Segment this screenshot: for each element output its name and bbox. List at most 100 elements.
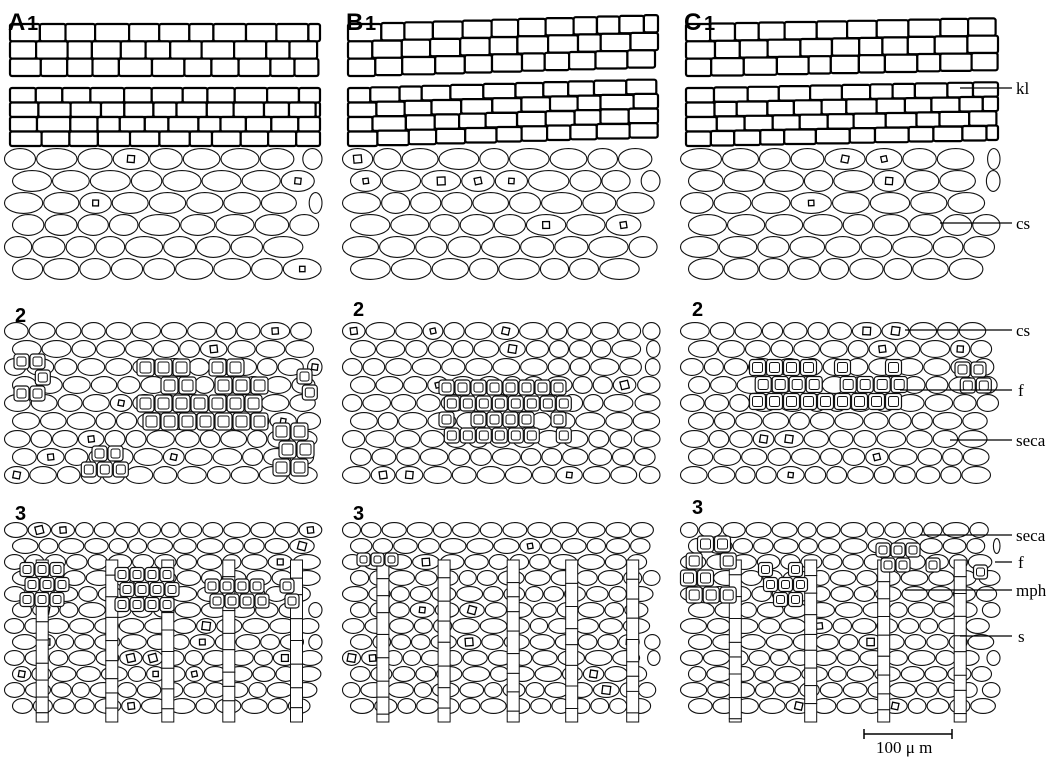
cork-cell [234,103,264,118]
parenchyma-cell [563,449,588,466]
parenchyma-cell [612,341,641,358]
parenchyma-cell [889,413,911,430]
parenchyma-cell [390,603,410,618]
parenchyma-cell [343,619,365,634]
parenchyma-cell [471,449,492,466]
parenchyma-cell [392,395,416,412]
parenchyma-cell [351,635,372,650]
cork-cell [516,83,544,98]
ray-cell [438,578,450,601]
sclereid-cell [492,396,507,411]
crystal-sand [191,671,197,677]
parenchyma-cell [643,323,660,340]
parenchyma-cell [228,341,255,358]
cork-cell [543,82,568,97]
sclereid-cell [852,394,868,410]
cork-cell [740,40,768,57]
parenchyma-cell [309,635,322,650]
parenchyma-cell [126,341,153,358]
ray-cell [878,675,890,694]
cork-cell [402,40,430,57]
ray-cell [291,664,303,688]
parenchyma-cell [217,323,236,340]
cork-cell [760,130,784,145]
cork-cell [70,117,97,132]
cork-cell [348,117,373,132]
cork-cell [483,84,515,99]
parenchyma-cell [116,523,139,538]
parenchyma-cell [56,323,81,340]
parenchyma-cell [689,667,706,682]
parenchyma-cell [719,237,757,258]
cork-cell [745,116,773,131]
parenchyma-cell [494,539,519,554]
parenchyma-cell [5,651,25,666]
cork-cell [375,58,402,75]
parenchyma-cell [440,539,466,554]
parenchyma-cell [895,467,916,484]
crystal-sand [437,177,445,185]
ray-cell [729,719,741,722]
parenchyma-cell [689,377,710,394]
parenchyma-cell [111,259,142,280]
cork-cell [289,103,316,118]
ray-cell [377,596,389,613]
parenchyma-cell [150,149,183,170]
cork-cell [686,59,711,76]
ray-cell [954,636,966,652]
parenchyma-cell [689,449,713,466]
parenchyma-cell [432,259,468,280]
parenchyma-cell [604,395,633,412]
parenchyma-cell [482,635,503,650]
ray-cell [566,583,578,606]
cork-cell [177,103,207,118]
cork-cell [933,127,962,142]
parenchyma-cell [602,171,630,192]
parenchyma-cell [180,523,201,538]
parenchyma-cell [689,341,718,358]
cork-cell [686,88,714,103]
parenchyma-cell [395,431,419,448]
parenchyma-cell [221,431,247,448]
parenchyma-cell [938,323,959,340]
crystal-sand [277,559,283,565]
parenchyma-cell [893,237,933,258]
sclereid-cell [789,377,805,393]
scale-bar-label: 100 μ m [876,738,932,757]
parenchyma-cell [936,651,956,666]
parenchyma-cell [711,377,737,394]
cork-cell [459,114,486,129]
cork-cell [893,84,915,99]
cork-cell [629,109,658,124]
parenchyma-cell [44,193,79,214]
parenchyma-cell [635,449,656,466]
parenchyma-cell [474,341,499,358]
parenchyma-cell [13,215,44,236]
parenchyma-cell [77,667,101,682]
parenchyma-cell [262,395,289,412]
parenchyma-cell [5,193,43,214]
parenchyma-cell [877,431,906,448]
cork-cell [372,41,402,58]
sclereid-cell [487,412,502,427]
ray-cell [566,629,578,645]
parenchyma-cell [5,683,25,698]
parenchyma-cell [5,149,36,170]
parenchyma-cell [964,237,995,258]
parenchyma-cell [109,215,138,236]
parenchyma-cell [200,431,220,448]
parenchyma-cell [765,171,804,192]
parenchyma-cell [161,323,186,340]
parenchyma-cell [172,619,195,634]
parenchyma-cell [213,449,242,466]
parenchyma-cell [176,259,213,280]
cork-cell [198,117,220,132]
cork-cell [241,132,268,147]
parenchyma-cell [631,523,653,538]
sclereid-cell [551,380,566,395]
parenchyma-cell [570,171,601,192]
cork-cell [90,88,124,103]
crystal-sand [363,178,369,184]
parenchyma-cell [925,395,952,412]
ray-cell [162,668,174,689]
